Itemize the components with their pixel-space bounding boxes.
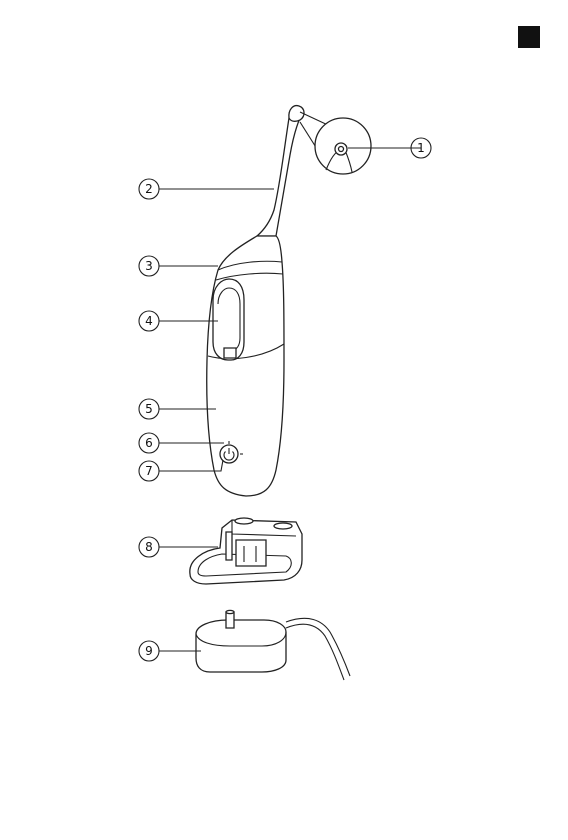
callout-3: 3 (139, 256, 159, 276)
callout-3-label: 3 (145, 259, 153, 273)
callout-8: 8 (139, 537, 159, 557)
callout-1-label: 1 (417, 141, 425, 155)
callout-4: 4 (139, 311, 159, 331)
callout-9: 9 (139, 641, 159, 661)
callout-9-label: 9 (145, 644, 153, 658)
callout-6-label: 6 (145, 436, 153, 450)
callout-2-label: 2 (145, 182, 153, 196)
charger-stand (190, 518, 302, 584)
nozzle-tip-detail (315, 118, 371, 174)
callout-8-label: 8 (145, 540, 153, 554)
callout-5: 5 (139, 399, 159, 419)
callout-7-label: 7 (145, 464, 153, 478)
callout-2: 2 (139, 179, 159, 199)
callout-7: 7 (139, 461, 159, 481)
handle (207, 236, 284, 496)
nozzle (257, 106, 304, 236)
charger-base (196, 610, 350, 680)
callout-6: 6 (139, 433, 159, 453)
callout-5-label: 5 (145, 402, 153, 416)
callout-4-label: 4 (145, 314, 153, 328)
